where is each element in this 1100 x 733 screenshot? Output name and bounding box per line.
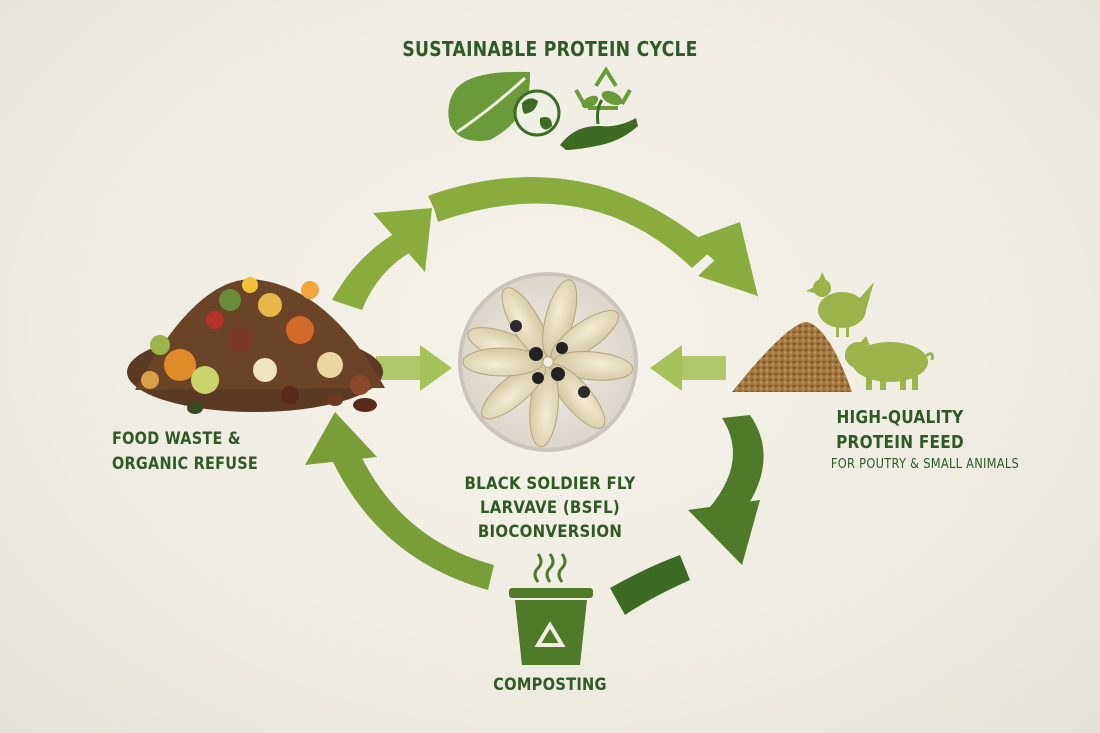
bsfl-label-line-1: BLACK SOLDIER FLY — [464, 474, 636, 494]
protein-feed-label: HIGH-QUALITY PROTEIN FEED — [807, 405, 994, 455]
food-waste-label: FOOD WASTE & ORGANIC REFUSE — [112, 427, 258, 477]
cycle-arrow-upper-left — [332, 228, 414, 310]
steam-icon — [533, 553, 567, 583]
cycle-arrow-top-body — [428, 177, 712, 268]
diagram-title: SUSTAINABLE PROTEIN CYCLE — [402, 37, 698, 61]
food-waste-label-line-2: ORGANIC REFUSE — [112, 454, 259, 474]
cycle-arrow-left-head — [305, 412, 377, 465]
globe-icon — [513, 89, 561, 137]
cycle-arrow-upper-left-head — [373, 208, 432, 272]
bsfl-label-line-3: BIOCONVERSION — [477, 522, 623, 542]
food-waste-label-line-1: FOOD WASTE & — [112, 429, 241, 449]
cycle-arrow-top-head — [690, 222, 758, 297]
cycle-arrow-bottom-right — [610, 555, 690, 615]
composting-label: COMPOSTING — [493, 675, 607, 695]
cycle-arrow-left — [332, 450, 494, 590]
leaf-icon — [448, 71, 531, 141]
inward-arrow-right — [650, 345, 726, 391]
cycle-arrow-right-head — [688, 500, 760, 565]
pig-icon — [845, 336, 934, 390]
hand-sprout-icon — [560, 90, 638, 150]
bsfl-label-line-2: LARVAVE (BSFL) — [479, 498, 621, 518]
bsfl-larvae-image — [458, 272, 638, 452]
food-waste-pile-image — [127, 277, 385, 414]
recycle-icon — [574, 66, 632, 110]
protein-feed-subtitle: FOR POUTRY & SMALL ANIMALS — [830, 457, 1020, 472]
protein-feed-label-line-2: PROTEIN FEED — [836, 432, 964, 453]
chicken-icon — [806, 272, 874, 337]
protein-feed-pile-image — [732, 321, 852, 392]
protein-feed-label-line-1: HIGH-QUALITY — [836, 407, 964, 428]
bsfl-label: BLACK SOLDIER FLY LARVAVE (BSFL) BIOCONV… — [462, 472, 638, 544]
inward-arrow-left — [376, 345, 452, 391]
compost-bin-icon — [509, 588, 593, 665]
